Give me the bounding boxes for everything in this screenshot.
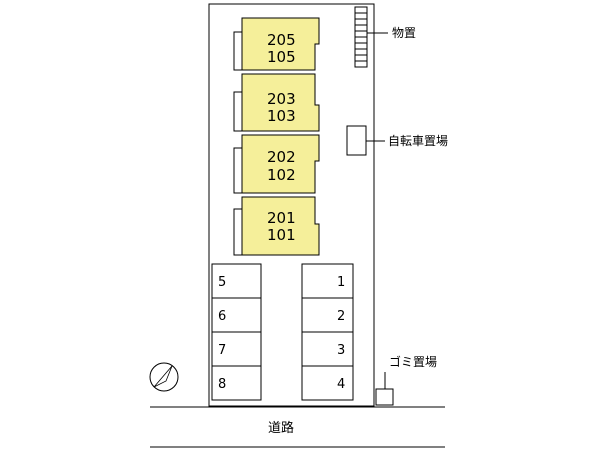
road-label: 道路 [268,420,294,436]
parking-right-column: 1 2 3 4 [301,263,354,401]
bicycle-parking [346,125,367,156]
unit-lower-number: 103 [267,107,296,125]
building: 205 105 203 103 202 102 201 101 [233,17,320,256]
property-boundary [208,3,375,407]
parking-space-number: 2 [337,309,345,324]
unit-block: 202 102 [233,134,320,194]
unit-upper-number: 203 [267,90,296,108]
parking-space-number: 6 [218,309,226,324]
unit-upper-number: 205 [267,31,296,49]
unit-block: 201 101 [233,196,320,256]
unit-lower-number: 105 [267,48,296,66]
unit-lower-number: 101 [267,226,296,244]
storage-label: 物置 [392,26,416,40]
unit-upper-number: 201 [267,209,296,227]
storage-shed [354,6,368,68]
unit-block: 203 103 [233,73,320,132]
unit-upper-number: 202 [267,148,296,166]
parking-left-column: 5 6 7 8 [211,263,262,401]
garbage-area [375,388,394,406]
parking-space-number: 7 [218,343,226,358]
parking-space-number: 4 [337,377,345,392]
parking-space-number: 3 [337,343,345,358]
north-arrow-icon [149,362,179,392]
parking-space-number: 5 [218,275,226,290]
unit-block: 205 105 [233,17,320,71]
parking-space-number: 8 [218,377,226,392]
unit-lower-number: 102 [267,166,296,184]
parking-space-number: 1 [337,275,345,290]
garbage-area-label: ゴミ置場 [389,354,437,369]
bicycle-parking-label: 自転車置場 [388,134,448,148]
